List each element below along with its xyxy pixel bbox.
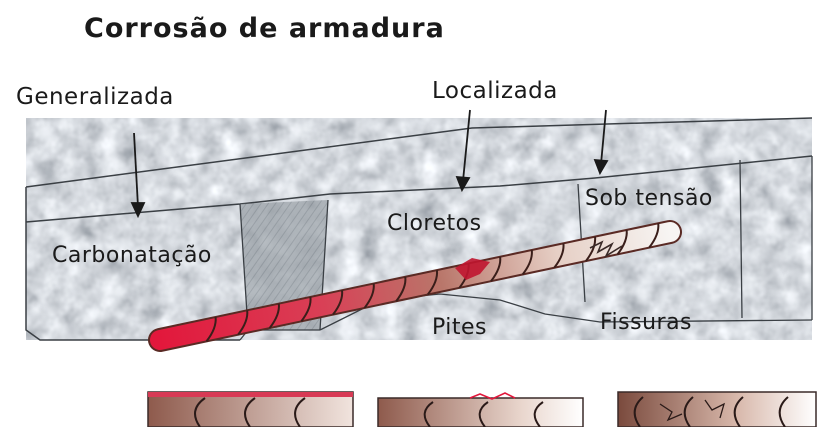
label-pites: Pites xyxy=(432,315,487,340)
label-fissuras: Fissuras xyxy=(600,310,692,335)
detail-generalized xyxy=(148,392,353,427)
label-sob-tensao: Sob tensão xyxy=(585,186,713,211)
label-carbonatacao: Carbonatação xyxy=(52,243,212,268)
label-cloretos: Cloretos xyxy=(387,211,482,236)
diagram-title: Corrosão de armadura xyxy=(84,13,445,44)
detail-pitting xyxy=(378,393,583,427)
detail-stress xyxy=(618,392,816,427)
label-localizada: Localizada xyxy=(432,78,558,104)
label-generalizada: Generalizada xyxy=(16,84,174,110)
